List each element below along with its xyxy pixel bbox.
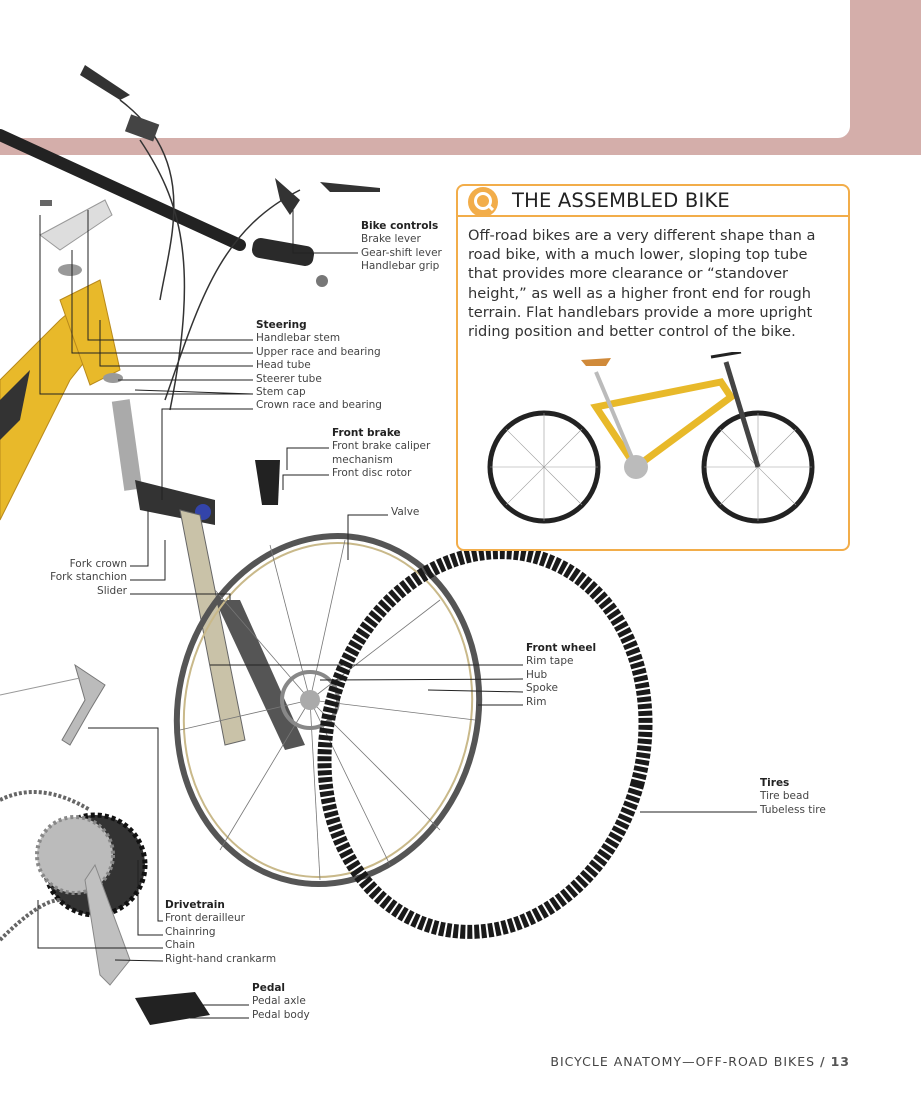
frame-decal xyxy=(0,370,30,440)
label-item: Handlebar stem xyxy=(256,332,341,345)
label-item: Stem cap xyxy=(256,386,306,399)
label-item: Slider xyxy=(97,584,127,597)
label-drivetrain: Drivetrain Front derailleur Chainring Ch… xyxy=(165,899,276,966)
label-title: Bike controls xyxy=(361,220,439,232)
fork-stanchion xyxy=(179,509,246,746)
label-title: Front brake xyxy=(332,427,401,439)
label-item: Fork stanchion xyxy=(50,571,127,584)
label-item: mechanism xyxy=(332,453,393,466)
steerer-tube xyxy=(111,399,143,491)
page-footer: BICYCLE ANATOMY—OFF-ROAD BIKES / 13 xyxy=(550,1054,850,1069)
assembled-bike-image xyxy=(487,352,815,524)
label-title: Steering xyxy=(256,319,307,331)
label-front-wheel: Front wheel Rim tape Hub Spoke Rim xyxy=(526,642,596,709)
label-item: Steerer tube xyxy=(256,372,322,385)
label-bike-controls: Bike controls Brake lever Gear-shift lev… xyxy=(361,220,442,274)
label-tires: Tires Tire bead Tubeless tire xyxy=(760,777,826,817)
brake-lever-2 xyxy=(275,178,380,215)
brake-caliper xyxy=(255,460,280,505)
brake-lever xyxy=(80,65,130,100)
assembled-bike-panel: THE ASSEMBLED BIKE Off-road bikes are a … xyxy=(456,184,850,551)
magnifier-icon xyxy=(468,187,498,217)
label-title: Tires xyxy=(760,777,790,789)
label-title: Pedal xyxy=(252,982,286,994)
chain xyxy=(0,790,92,942)
label-item: Front derailleur xyxy=(165,912,245,925)
page-number: 13 xyxy=(830,1054,850,1069)
frame-head xyxy=(59,279,121,386)
label-pedal: Pedal Pedal axle Pedal body xyxy=(252,982,310,1022)
label-fork: Fork crown Fork stanchion Slider xyxy=(50,558,127,598)
gear-shift-lever xyxy=(124,114,160,142)
fork-slider xyxy=(215,600,305,750)
panel-header: THE ASSEMBLED BIKE xyxy=(458,186,848,217)
label-item: Chainring xyxy=(165,925,216,938)
pedal-body xyxy=(135,992,210,1025)
label-item: Front disc rotor xyxy=(332,467,412,480)
front-derailleur xyxy=(61,663,106,746)
label-item: Rim tape xyxy=(526,655,574,668)
label-item: Rim xyxy=(526,695,547,708)
handlebar xyxy=(0,129,246,251)
label-item: Pedal axle xyxy=(252,995,306,1008)
footer-section: BICYCLE ANATOMY—OFF-ROAD BIKES xyxy=(550,1054,816,1069)
label-item: Hub xyxy=(526,668,548,681)
label-item: Chain xyxy=(165,939,195,952)
label-item: Pedal body xyxy=(252,1008,310,1021)
hub xyxy=(300,690,320,710)
label-item: Right-hand crankarm xyxy=(165,952,277,965)
leader-lines xyxy=(37,210,757,1019)
label-item: Fork crown xyxy=(69,558,127,570)
label-item: Handlebar grip xyxy=(361,260,440,273)
panel-text: Off-road bikes are a very different shap… xyxy=(468,227,816,341)
grip-end xyxy=(316,275,328,287)
label-item: Brake lever xyxy=(361,233,421,246)
upper-race-bearing xyxy=(58,264,82,276)
handlebar-stem xyxy=(39,199,113,251)
label-item: Spoke xyxy=(526,682,558,695)
label-title: Front wheel xyxy=(526,642,597,654)
label-item: Front brake caliper xyxy=(332,440,431,453)
tubeless-tire xyxy=(317,545,653,939)
crown-race xyxy=(103,373,123,383)
panel-title: THE ASSEMBLED BIKE xyxy=(512,189,730,212)
label-front-brake: Front brake Front brake caliper mechanis… xyxy=(332,427,430,481)
label-item: Head tube xyxy=(256,359,311,372)
label-steering: Steering Handlebar stem Upper race and b… xyxy=(256,319,382,413)
label-item: Upper race and bearing xyxy=(256,345,381,358)
label-item: Valve xyxy=(391,506,420,518)
stem-cap xyxy=(40,200,52,206)
label-item: Tire bead xyxy=(760,790,810,803)
footer-separator: / xyxy=(820,1054,826,1069)
crankarm xyxy=(84,863,131,986)
header-white-area xyxy=(0,0,850,138)
handlebar-grip xyxy=(252,238,314,266)
label-item: Gear-shift lever xyxy=(361,246,442,259)
label-item: Crown race and bearing xyxy=(256,399,382,412)
label-valve: Valve xyxy=(391,506,419,519)
label-title: Drivetrain xyxy=(165,899,225,911)
label-item: Tubeless tire xyxy=(760,803,826,816)
front-wheel-rim xyxy=(173,533,483,887)
